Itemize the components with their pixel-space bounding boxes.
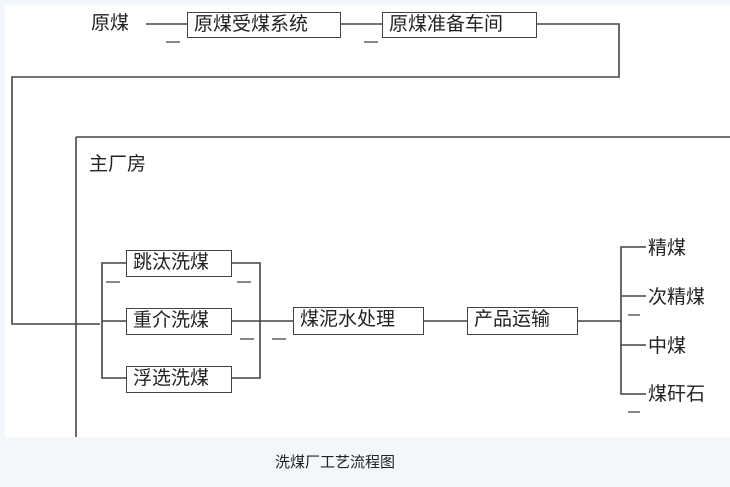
connector-prep-to-plant — [11, 23, 620, 325]
connector-products-bus — [620, 246, 646, 395]
product-gangue: 煤矸石 — [648, 383, 706, 405]
step-slurry-treatment: 煤泥水处理 — [293, 307, 424, 335]
product-sub-clean-coal: 次精煤 — [648, 286, 706, 308]
product-middling: 中煤 — [648, 335, 687, 357]
method-flotation-washing: 浮选洗煤 — [126, 366, 232, 393]
step-raw-coal-receiving: 原煤受煤系统 — [187, 12, 341, 38]
source-raw-coal: 原煤 — [91, 12, 130, 34]
main-plant-label: 主厂房 — [89, 153, 147, 175]
method-jig-washing: 跳汰洗煤 — [126, 250, 232, 277]
method-dense-medium-washing: 重介洗煤 — [126, 308, 232, 335]
product-clean-coal: 精煤 — [648, 237, 687, 259]
step-raw-coal-preparation: 原煤准备车间 — [382, 12, 537, 38]
diagram-caption: 洗煤厂工艺流程图 — [274, 453, 395, 471]
step-product-transport: 产品运输 — [467, 307, 578, 335]
